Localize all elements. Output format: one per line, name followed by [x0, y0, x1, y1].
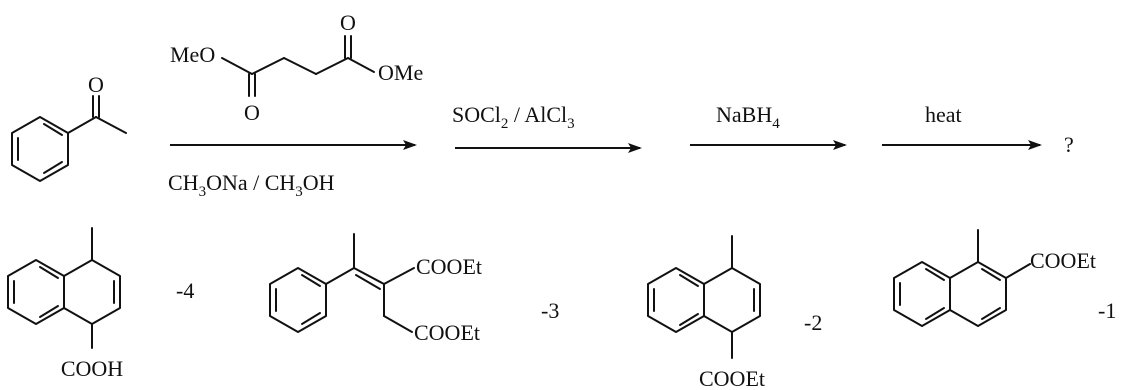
step4-conditions: heat: [925, 102, 962, 127]
option-3-structure: COOEt COOEt -3: [269, 233, 559, 345]
option-3-number: -3: [541, 298, 559, 323]
option-4-number: -4: [176, 278, 194, 303]
option-3-substituent-top: COOEt: [416, 254, 482, 279]
acetophenone-structure: O: [11, 72, 127, 182]
option-1-structure: COOEt -1: [893, 229, 1116, 327]
diester-bottom-oxygen: O: [244, 100, 260, 125]
meo-label: MeO: [170, 42, 215, 67]
carbonyl-oxygen-label: O: [88, 72, 104, 97]
diester-top-oxygen: O: [340, 10, 356, 35]
option-4-structure: COOH -4: [7, 227, 194, 381]
option-1-number: -1: [1098, 298, 1116, 323]
option-2-structure: COOEt -2: [647, 235, 822, 390]
unknown-product: ?: [1064, 132, 1074, 157]
option-4-substituent: COOH: [61, 356, 123, 381]
step2-conditions: SOCl2 / AlCl3: [452, 102, 575, 132]
option-3-substituent-bottom: COOEt: [414, 320, 480, 345]
dimethyl-succinate-structure: MeO O O OMe: [170, 10, 423, 125]
step3-conditions: NaBH4: [716, 102, 780, 132]
step1-conditions: CH3ONa / CH3OH: [168, 170, 335, 200]
option-2-number: -2: [804, 310, 822, 335]
ome-label: OMe: [378, 60, 423, 85]
option-1-substituent: COOEt: [1030, 248, 1096, 273]
option-2-substituent: COOEt: [699, 366, 765, 390]
